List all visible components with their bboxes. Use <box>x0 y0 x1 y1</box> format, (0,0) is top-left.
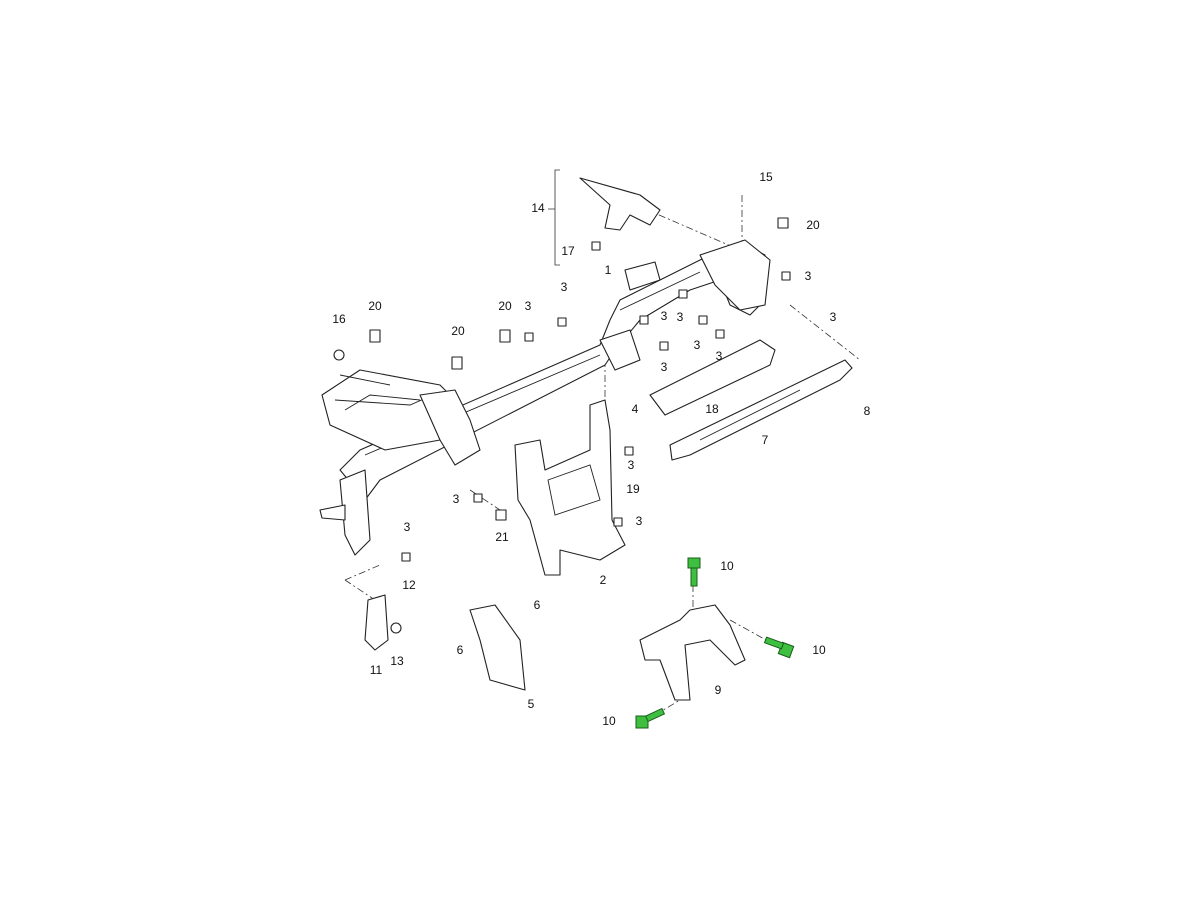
callout-19: 19 <box>626 482 640 496</box>
center-bracket <box>514 399 626 576</box>
callout-8: 8 <box>864 404 871 418</box>
callout-17: 17 <box>561 244 575 258</box>
callout-3: 3 <box>636 514 643 528</box>
left-bracket-assembly <box>319 369 481 556</box>
callout-3: 3 <box>716 349 723 363</box>
callout-6: 6 <box>457 643 464 657</box>
callout-13: 13 <box>390 654 404 668</box>
callout-21: 21 <box>495 530 509 544</box>
bracket-11 <box>364 594 389 651</box>
callout-9: 9 <box>715 683 722 697</box>
callout-4: 4 <box>632 402 639 416</box>
callout-7: 7 <box>762 433 769 447</box>
bracket-9 <box>639 604 746 701</box>
callout-20: 20 <box>498 299 512 313</box>
callout-3: 3 <box>661 309 668 323</box>
callout-3: 3 <box>628 458 635 472</box>
callout-3: 3 <box>694 338 701 352</box>
callout-3: 3 <box>661 360 668 374</box>
handle-part <box>579 177 661 231</box>
callout-18: 18 <box>705 402 719 416</box>
callout-15: 15 <box>759 170 773 184</box>
callout-3: 3 <box>677 310 684 324</box>
callout-3: 3 <box>805 269 812 283</box>
callout-12: 12 <box>402 578 416 592</box>
callout-16: 16 <box>332 312 346 326</box>
bracket-5 <box>469 604 526 691</box>
callout-20: 20 <box>451 324 465 338</box>
callout-3: 3 <box>453 492 460 506</box>
callout-20: 20 <box>806 218 820 232</box>
callout-11: 11 <box>370 663 383 677</box>
clips <box>333 217 791 634</box>
callout-1: 1 <box>605 263 612 277</box>
callout-14: 14 <box>531 201 545 215</box>
callout-3: 3 <box>525 299 532 313</box>
callout-2: 2 <box>600 573 607 587</box>
callout-3: 3 <box>830 310 837 324</box>
callout-3: 3 <box>561 280 568 294</box>
straps <box>649 339 853 461</box>
callout-5: 5 <box>528 697 535 711</box>
callout-6: 6 <box>534 598 541 612</box>
callout-10: 10 <box>812 643 826 657</box>
callout-3: 3 <box>404 520 411 534</box>
callout-20: 20 <box>368 299 382 313</box>
callout-10: 10 <box>602 714 616 728</box>
bolts-10 <box>635 557 795 729</box>
callout-10: 10 <box>720 559 734 573</box>
